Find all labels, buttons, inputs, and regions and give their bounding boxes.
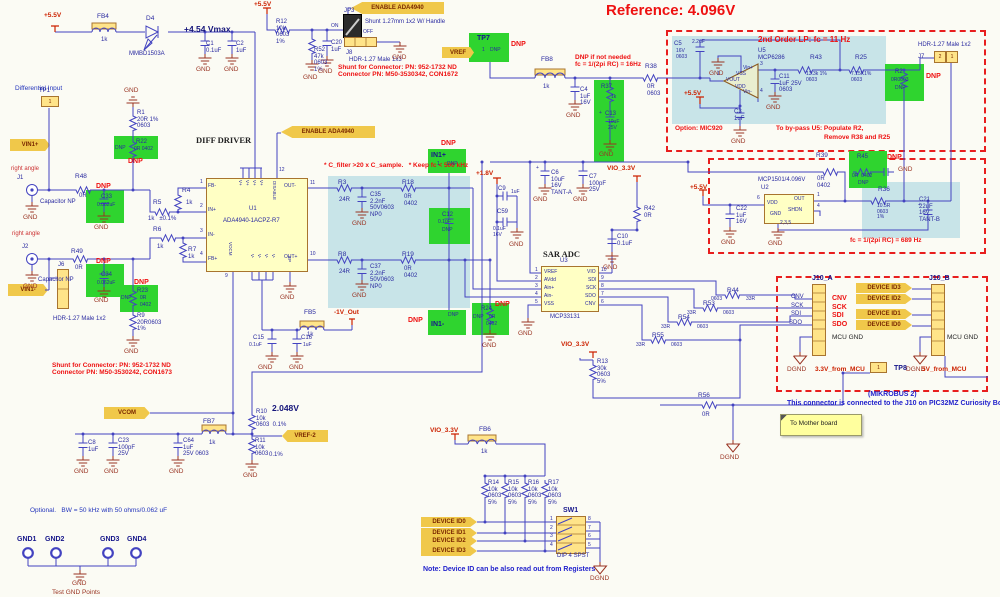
dashed-reference-box [666,30,986,152]
dashed-mikrobus-box [776,276,988,392]
tp1-pad[interactable]: 1 [41,96,59,107]
teal-rc-box [862,182,960,238]
ferrite-bead-icons [91,22,566,442]
flag-vref[interactable]: VREF [442,47,474,58]
r22-dnp-box[interactable] [114,136,158,159]
in1p-dnp-box[interactable] [428,149,466,173]
flag-device-id3-b[interactable]: DEVICE ID3 [421,546,477,556]
flag-device-id0-b[interactable]: DEVICE ID0 [421,517,477,527]
flag-device-id1-b[interactable]: DEVICE ID1 [421,528,477,538]
tp7-dnp-box[interactable] [469,33,509,62]
jp3-shunt-icon [345,18,360,36]
u2-body[interactable] [764,194,814,224]
flag-vin1m[interactable]: VIN1- [8,284,48,296]
j7-pad-1[interactable]: 1 [946,51,958,63]
u3-body[interactable] [541,266,599,312]
connector-cell-lines [57,37,945,544]
flag-enable-ada4940-top[interactable]: ENABLE ADA4940 [351,2,444,14]
flag-device-id2-r[interactable]: DEVICE ID2 [856,294,912,304]
j7-pad-2[interactable]: 2 [934,51,946,63]
flag-device-id1-r[interactable]: DEVICE ID1 [856,309,912,319]
u1-body[interactable] [206,178,308,272]
wire-segments [27,7,988,570]
j8-pads[interactable] [344,37,377,47]
flag-vin1p[interactable]: VIN1+ [10,139,50,151]
flag-enable-ada4940-mid[interactable]: ENABLE ADA4940 [281,126,375,138]
u5-opamp-body[interactable] [722,63,759,99]
flag-vref2[interactable]: VREF-2 [282,430,328,442]
flag-device-id2-b[interactable]: DEVICE ID2 [421,536,477,546]
mother-board-note[interactable] [780,414,862,436]
component-symbols [22,25,933,559]
flag-device-id0-r[interactable]: DEVICE ID0 [856,320,912,330]
junction-dots [47,28,930,553]
in1m-dnp-box[interactable] [428,310,466,335]
teal-lp-box [672,36,886,124]
r45-dnp-box[interactable] [849,151,887,188]
flag-device-id3-r[interactable]: DEVICE ID3 [856,283,912,293]
dashed-mcp1501-box [708,158,986,254]
flag-vcom[interactable]: VCOM [104,407,150,419]
ground-symbols [25,41,927,581]
r23-dnp-box[interactable] [120,285,158,312]
c33-dnp-box[interactable] [86,190,124,223]
tp8-pad[interactable]: 1 [870,362,887,373]
power-tick-icons [51,7,707,440]
